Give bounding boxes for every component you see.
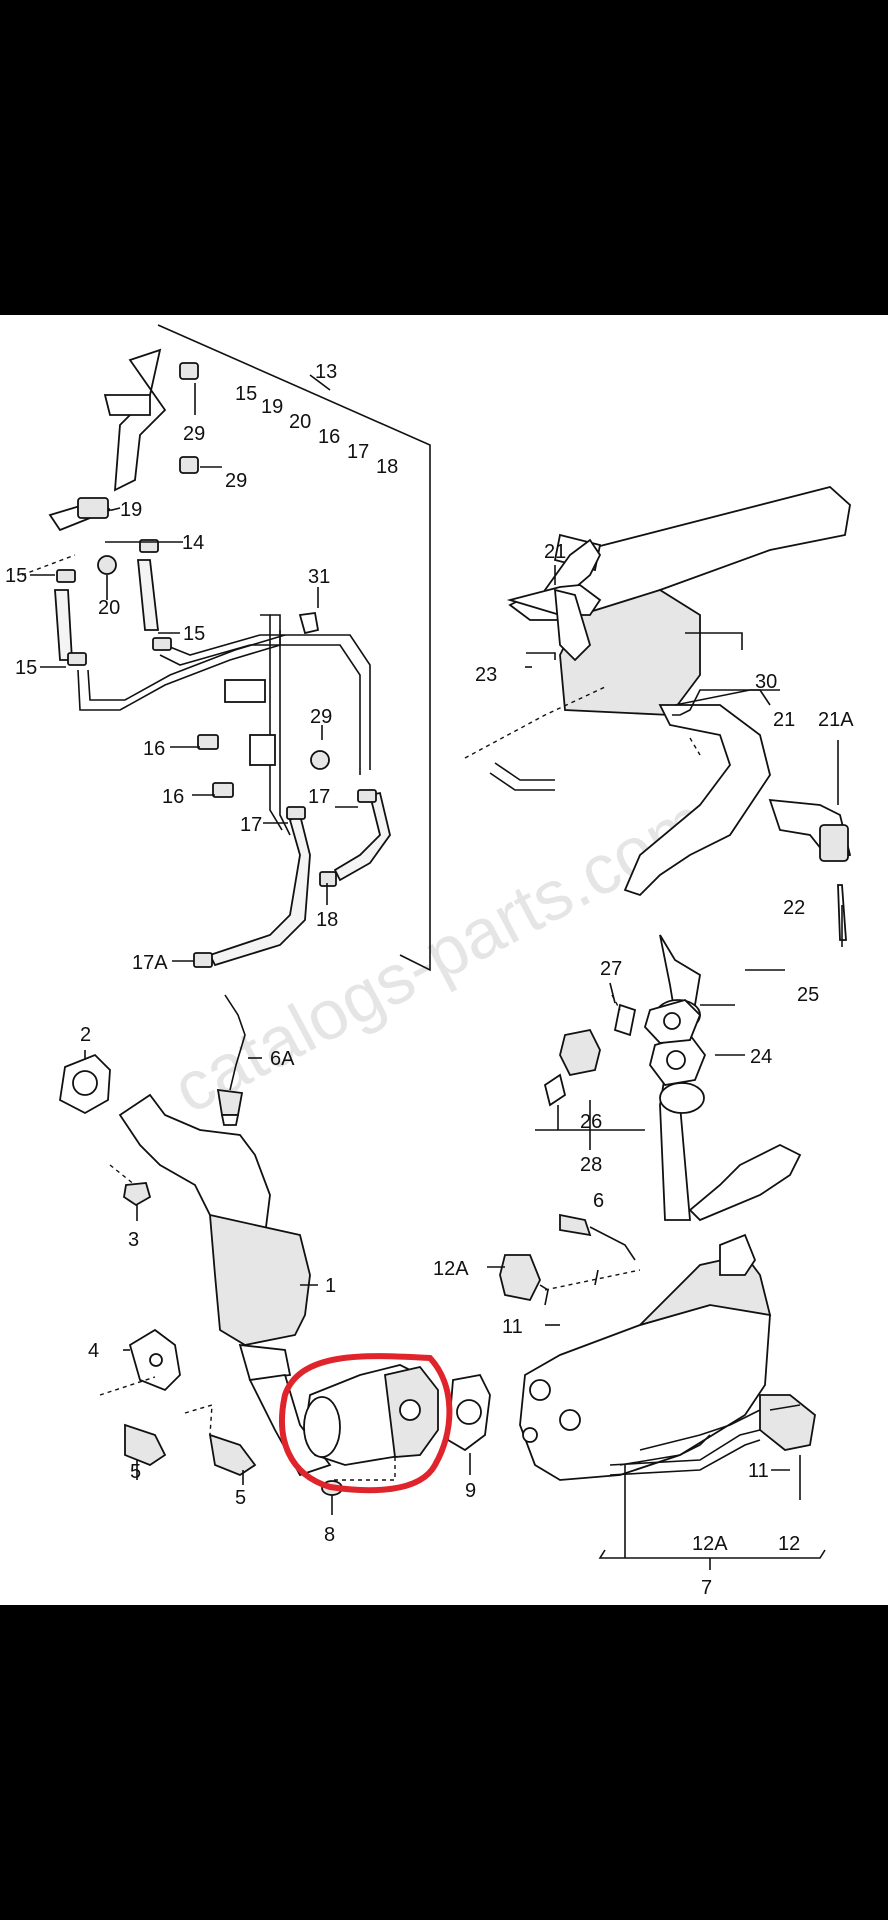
callout-29-mid: 29: [225, 470, 247, 492]
callout-15-left: 15: [5, 565, 27, 587]
callout-17-left: 17: [240, 814, 262, 836]
callout-26: 26: [580, 1111, 602, 1133]
callout-18: 18: [376, 456, 398, 478]
mount-12A-left: [499, 1254, 549, 1306]
callout-17-right: 17: [308, 786, 330, 808]
callout-30: 30: [755, 671, 777, 693]
callout-25: 25: [797, 984, 819, 1006]
tailpipe-connector: [609, 1429, 761, 1476]
group-13-bracket-lines: [157, 324, 431, 972]
rear-leaders: [464, 565, 843, 947]
nut-3: [123, 1182, 152, 1207]
gasket-24: [649, 1033, 707, 1086]
callout-15-mid: 15: [183, 623, 205, 645]
callout-19-sensor: 19: [120, 499, 142, 521]
left-leaders: [84, 1050, 471, 1515]
top-black-bar: [0, 0, 888, 315]
callout-13: 13: [315, 361, 337, 383]
callout-labels: 13 15 19 20 16 17 18 29 29 19 14 15 20 1…: [5, 361, 854, 1599]
middle-leaders: [535, 969, 785, 1150]
callout-7: 7: [701, 1577, 712, 1599]
callout-19: 19: [261, 396, 283, 418]
callout-12A-bottom: 12A: [692, 1533, 728, 1555]
callout-14: 14: [182, 532, 204, 554]
sensor-6: [559, 1213, 636, 1261]
callout-17: 17: [347, 441, 369, 463]
clamp-27: [609, 982, 637, 1037]
gasket-2: [59, 1053, 111, 1115]
callout-6A: 6A: [270, 1048, 295, 1070]
hanger-21: [506, 584, 602, 662]
rear-muffler: [489, 486, 851, 897]
callout-9: 9: [465, 1480, 476, 1502]
callout-6: 6: [593, 1190, 604, 1212]
callout-11-right: 11: [748, 1460, 769, 1482]
pressure-sensor-19: [48, 497, 112, 532]
callout-27: 27: [600, 958, 622, 980]
callout-12A-left: 12A: [433, 1258, 469, 1280]
callout-16-lower: 16: [162, 786, 184, 808]
callout-28: 28: [580, 1154, 602, 1176]
flange-bracket-4: [128, 1328, 181, 1392]
hanger-21A: [768, 798, 852, 941]
bottom-black-bar: [0, 1605, 888, 1920]
callout-8: 8: [324, 1524, 335, 1546]
callout-29-lower: 29: [310, 706, 332, 728]
gasket-top: [643, 998, 702, 1044]
sensor-bracket: [103, 348, 199, 492]
lower-right-leaders: [487, 1266, 826, 1570]
highlight-circle: [279, 1353, 453, 1494]
gasket-9: [447, 1373, 491, 1452]
hoses-left: [54, 559, 391, 967]
callout-31: 31: [308, 566, 330, 588]
callout-24: 24: [750, 1046, 772, 1068]
callout-5-right: 5: [235, 1487, 246, 1509]
callout-16-upper: 16: [143, 738, 165, 760]
bolt-5-left: [124, 1423, 167, 1467]
valve-26: [543, 1028, 601, 1107]
particulate-filter-7: [519, 1233, 772, 1481]
group-13-leaders: [21, 383, 358, 962]
callout-17A: 17A: [132, 952, 168, 974]
oxygen-sensor-6A: [216, 994, 246, 1126]
callout-15-lower: 15: [15, 657, 37, 679]
callout-22: 22: [783, 897, 805, 919]
catalytic-converter-1: [118, 1093, 332, 1477]
highlight-ring: [279, 1353, 453, 1494]
parts-diagram-panel: catalogs-parts.com: [0, 315, 888, 1605]
mount-12: [759, 1394, 816, 1451]
exhaust-parts-diagram: catalogs-parts.com: [5, 324, 854, 1599]
callout-21-right: 21: [773, 709, 795, 731]
callout-3: 3: [128, 1229, 139, 1251]
callout-21: 21: [544, 541, 566, 563]
callout-23: 23: [475, 664, 497, 686]
callout-18-lower: 18: [316, 909, 338, 931]
small-clips: [56, 539, 377, 968]
callout-21A: 21A: [818, 709, 854, 731]
callout-2: 2: [80, 1024, 91, 1046]
callout-1: 1: [325, 1275, 336, 1297]
callout-5-left: 5: [130, 1461, 141, 1483]
callout-11-left: 11: [502, 1316, 523, 1338]
callout-16: 16: [318, 426, 340, 448]
downpipe-highlighted: [303, 1364, 439, 1466]
callout-29-top: 29: [183, 423, 205, 445]
callout-20: 20: [289, 411, 311, 433]
callout-20-left: 20: [98, 597, 120, 619]
callout-15: 15: [235, 383, 257, 405]
bolt-5-right: [208, 1433, 257, 1477]
callout-4: 4: [88, 1340, 99, 1362]
callout-12: 12: [778, 1533, 800, 1555]
